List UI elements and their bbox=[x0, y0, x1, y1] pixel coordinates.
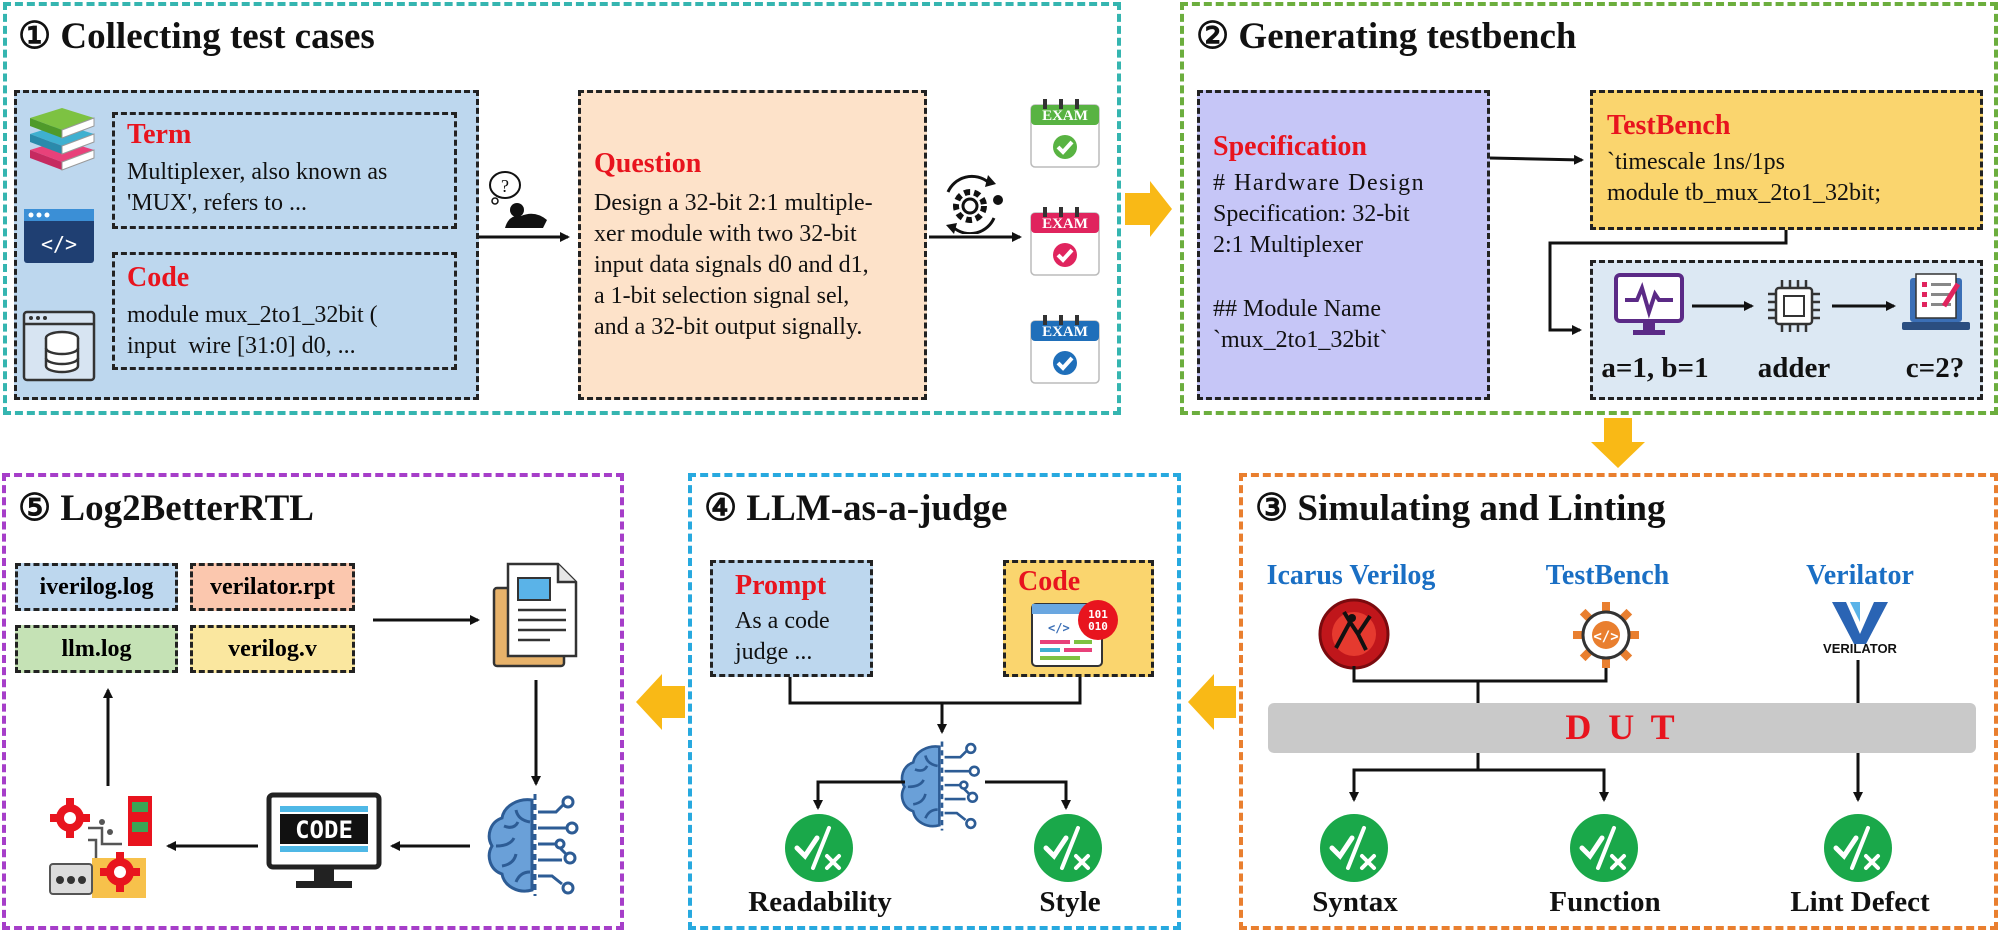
icarus-logo-icon bbox=[1318, 598, 1390, 670]
books-icon bbox=[30, 108, 95, 171]
panel5-title: ⑤ Log2BetterRTL bbox=[18, 488, 314, 529]
spec-line-1: # Hardware Design bbox=[1213, 170, 1426, 196]
verilator-label: Verilator bbox=[1806, 560, 1914, 591]
testbench-line-2: module tb_mux_2to1_32bit; bbox=[1607, 180, 1881, 206]
specification-box bbox=[1197, 90, 1490, 400]
testbench-line-1: `timescale 1ns/1ps bbox=[1607, 149, 1785, 175]
file-llm-log: llm.log bbox=[15, 625, 178, 673]
term-text: Multiplexer, also known as 'MUX', refers… bbox=[127, 159, 388, 216]
spec-line-2: Specification: 32-bit bbox=[1213, 201, 1410, 227]
panel1-title: ① Collecting test cases bbox=[18, 16, 375, 57]
panel-llm-judge bbox=[688, 473, 1181, 930]
exam-icon-red bbox=[1030, 207, 1100, 276]
waveform-monitor-icon bbox=[1614, 273, 1684, 335]
svg-text:010: 010 bbox=[1088, 620, 1108, 633]
term-label: Term bbox=[127, 119, 192, 150]
file-verilator-rpt: verilator.rpt bbox=[190, 563, 355, 611]
question-label: Question bbox=[594, 148, 702, 179]
thinking-person-icon: ? bbox=[489, 171, 547, 228]
testbench-tool-label: TestBench bbox=[1545, 560, 1670, 591]
testbench-gear-icon: </> bbox=[1573, 602, 1639, 668]
icarus-verilog-label: Icarus Verilog bbox=[1266, 560, 1436, 591]
verilator-logo-text: VERILATOR bbox=[1823, 641, 1897, 656]
prompt-label: Prompt bbox=[735, 570, 827, 601]
sim-input-label: a=1, b=1 bbox=[1601, 352, 1709, 384]
chip-icon bbox=[1768, 280, 1820, 332]
svg-text:</>: </> bbox=[41, 232, 77, 256]
gear-process-icon bbox=[946, 174, 1003, 234]
file-verilog-v: verilog.v bbox=[190, 625, 355, 673]
database-icon bbox=[22, 310, 96, 382]
result-function: Function bbox=[1549, 886, 1661, 918]
testbench-box bbox=[1590, 90, 1983, 230]
spec-line-3: 2:1 Multiplexer bbox=[1213, 232, 1363, 258]
gears-dashboard-icon bbox=[49, 796, 152, 898]
report-document-icon bbox=[492, 562, 578, 668]
panel-collecting-test-cases bbox=[3, 2, 1121, 415]
dut-label: D U T bbox=[1565, 707, 1679, 747]
code-monitor-icon bbox=[266, 792, 382, 888]
question-box bbox=[578, 90, 927, 400]
code-line-2: input wire [31:0] d0, ... bbox=[127, 333, 356, 359]
prompt-line-1: As a code bbox=[735, 608, 830, 634]
svg-text:</>: </> bbox=[1048, 621, 1070, 635]
spec-line-6: `mux_2to1_32bit` bbox=[1213, 327, 1388, 353]
spec-line-5: ## Module Name bbox=[1213, 296, 1381, 322]
question-line-4: a 1-bit selection signal sel, bbox=[594, 283, 850, 309]
code-judge-label: Code bbox=[1018, 566, 1081, 597]
panel2-title: ② Generating testbench bbox=[1196, 16, 1577, 57]
binary-code-window-icon: </> 101 010 bbox=[1031, 600, 1118, 667]
code-label: Code bbox=[127, 262, 190, 293]
code-window-icon: </> bbox=[24, 209, 94, 263]
sim-adder-label: adder bbox=[1757, 352, 1831, 384]
result-style: Style bbox=[1039, 886, 1101, 918]
prompt-box bbox=[710, 560, 873, 677]
code-box bbox=[112, 252, 457, 370]
svg-text:?: ? bbox=[501, 176, 509, 196]
dut-bar bbox=[1268, 703, 1976, 753]
panel-log2betterrtl bbox=[2, 473, 624, 930]
exam-icon-green bbox=[1030, 99, 1100, 168]
question-line-2: xer module with two 32-bit bbox=[594, 221, 857, 247]
result-lint-defect: Lint Defect bbox=[1790, 886, 1930, 918]
exam-label-blue: EXAM bbox=[1042, 324, 1088, 340]
question-line-5: and a 32-bit output signally. bbox=[594, 314, 863, 340]
prompt-line-2: judge ... bbox=[735, 639, 813, 665]
verilator-logo-icon bbox=[1832, 602, 1888, 644]
testbench-label: TestBench bbox=[1607, 110, 1731, 141]
panel-generating-testbench bbox=[1180, 2, 1998, 415]
checklist-laptop-icon bbox=[1902, 273, 1970, 330]
result-syntax: Syntax bbox=[1312, 886, 1398, 918]
exam-icon-blue bbox=[1030, 315, 1100, 384]
result-readability: Readability bbox=[748, 886, 892, 918]
file-iverilog-log: iverilog.log bbox=[15, 563, 178, 611]
question-line-3: input data signals d0 and d1, bbox=[594, 252, 869, 278]
panel4-title: ④ LLM-as-a-judge bbox=[704, 488, 1008, 529]
term-box bbox=[112, 112, 457, 229]
question-line-1: Design a 32-bit 2:1 multiple- bbox=[594, 190, 873, 216]
svg-text:</>: </> bbox=[1593, 629, 1618, 645]
svg-text:101: 101 bbox=[1088, 608, 1108, 621]
exam-label-green: EXAM bbox=[1042, 108, 1088, 124]
exam-label-red: EXAM bbox=[1042, 216, 1088, 232]
panel-simulating-linting bbox=[1239, 473, 1998, 930]
panel3-title: ③ Simulating and Linting bbox=[1255, 488, 1666, 529]
sim-output-label: c=2? bbox=[1905, 352, 1965, 384]
code-monitor-label: CODE bbox=[295, 816, 353, 844]
specification-label: Specification bbox=[1213, 131, 1367, 162]
code-line-1: module mux_2to1_32bit ( bbox=[127, 302, 378, 328]
